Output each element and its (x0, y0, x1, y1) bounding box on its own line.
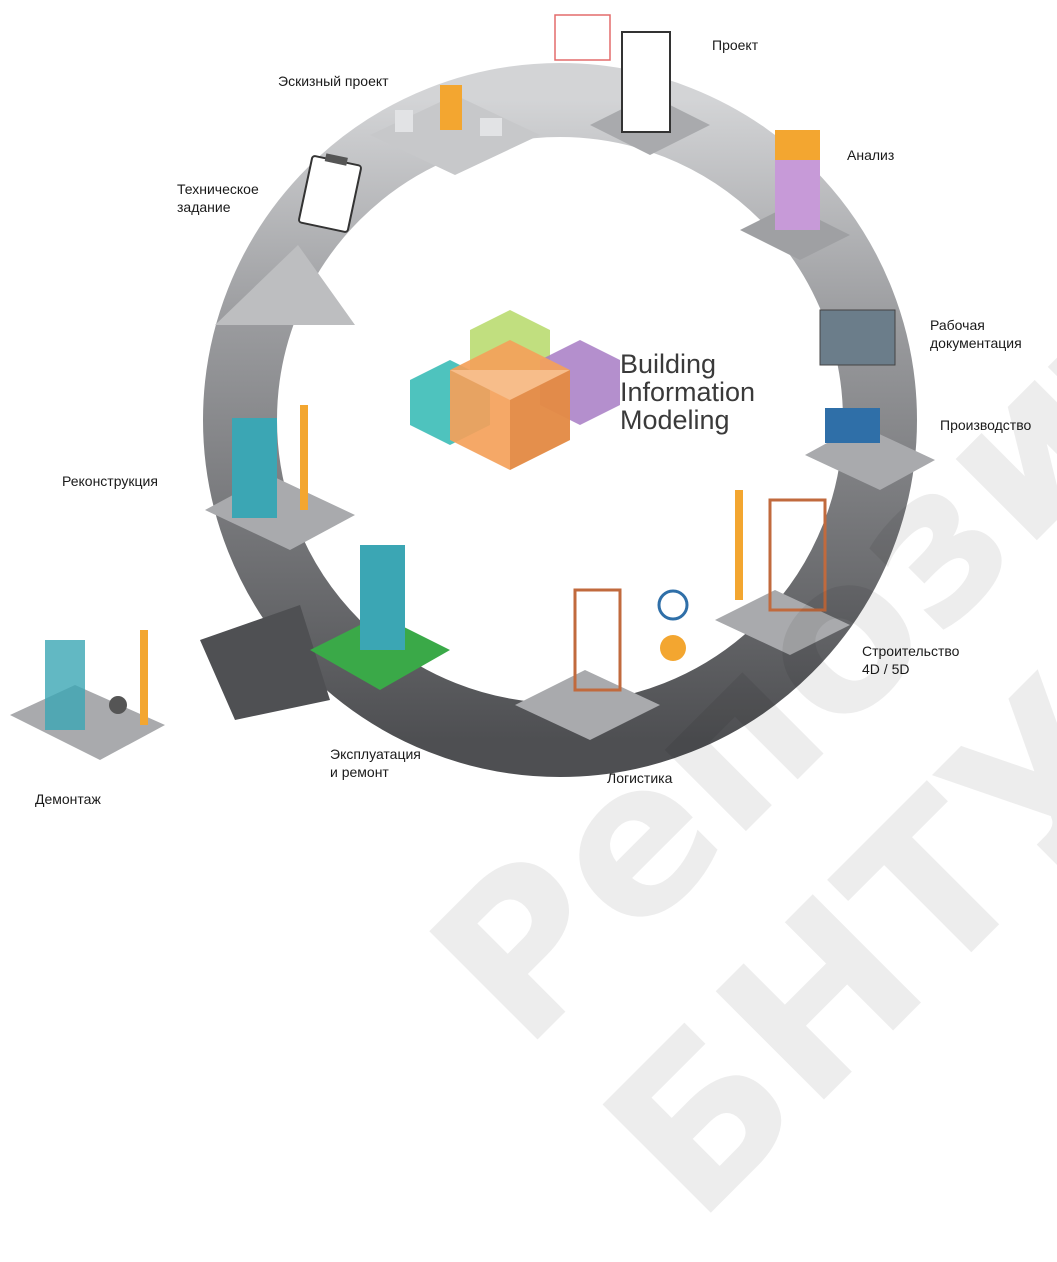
rekonstr-crane (300, 405, 308, 510)
logistika-frame (573, 588, 622, 692)
label-tz-line-1: Техническое (177, 181, 259, 197)
ring-arrow-head (215, 245, 355, 325)
label-rabdoc: Рабочая документация (930, 316, 1022, 352)
label-ekspl-line-1: Эксплуатация (330, 746, 421, 762)
label-stroit-line-2: 4D / 5D (862, 661, 910, 677)
bim-title-line-3: Modeling (620, 405, 730, 435)
label-tz-line-2: задание (177, 199, 231, 215)
coin-icon (660, 635, 686, 661)
label-proizvodstvo: Производство (940, 417, 1032, 433)
bim-title-line-2: Information (620, 377, 756, 407)
label-eskiz: Эскизный проект (278, 73, 389, 89)
ring-arrow-tail (200, 605, 330, 720)
demontazh-crane (140, 630, 148, 725)
eskiz-building (440, 85, 462, 130)
label-proekt: Проект (712, 37, 759, 53)
wrecking-ball-icon (109, 696, 127, 714)
proizvodstvo-factory (825, 408, 880, 443)
label-rabdoc-line-2: документация (930, 335, 1022, 351)
stroit-frame (768, 498, 827, 612)
proekt-building (621, 31, 671, 133)
ekspl-lawn (310, 615, 450, 690)
rabdoc-sheets (819, 309, 896, 366)
label-ekspl: Эксплуатация и ремонт (330, 745, 421, 781)
label-tz: Техническое задание (177, 180, 259, 216)
label-rabdoc-line-1: Рабочая (930, 317, 985, 333)
ekspl-building (360, 545, 405, 650)
label-stroit-line-1: Строительство (862, 643, 960, 659)
label-demontazh: Демонтаж (35, 791, 101, 807)
lifecycle-ring (10, 14, 935, 777)
demontazh-building (45, 640, 85, 730)
bim-title-line-1: Building (620, 349, 717, 379)
label-rekonstr: Реконструкция (62, 473, 158, 489)
label-ekspl-line-2: и ремонт (330, 764, 389, 780)
bim-title: Building Information Modeling (620, 350, 755, 434)
stroit-crane (735, 490, 743, 600)
rekonstr-building (232, 418, 277, 518)
stroit-tile (715, 590, 850, 655)
bim-logo-cubes (410, 310, 620, 470)
bim-cycle-diagram: Building Information Modeling Проект Эск… (10, 0, 1057, 1262)
analiz-tile (740, 205, 850, 260)
label-stroit: Строительство 4D / 5D (862, 642, 959, 678)
label-logistika: Логистика (607, 770, 673, 786)
stopwatch-icon (657, 589, 689, 621)
logistika-tile (515, 670, 660, 740)
proekt-drawing (554, 14, 611, 61)
label-analiz: Анализ (847, 147, 895, 163)
